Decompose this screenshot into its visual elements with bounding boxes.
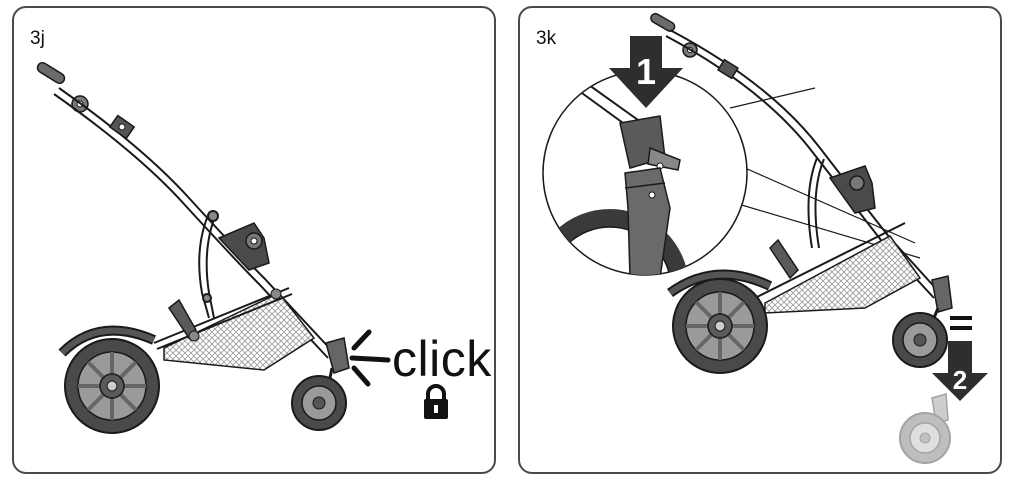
brake-pedal: [769, 238, 799, 280]
stroller-illustration: [36, 61, 448, 434]
seat-hinge: [217, 222, 270, 271]
fold-joint: [108, 114, 136, 140]
click-label: click: [392, 331, 492, 387]
detached-wheel-ghost: [899, 393, 951, 464]
arrow-1: 1: [609, 36, 683, 108]
panel-3j: 3j: [12, 6, 496, 474]
inner-arm: [198, 210, 219, 319]
inner-arm: [807, 157, 825, 249]
release-marks: [950, 316, 972, 330]
panel-3k: 3k: [518, 6, 1002, 474]
arrow-2: 2: [932, 341, 988, 401]
arrow-2-label: 2: [953, 365, 967, 395]
step-label: 3k: [536, 28, 557, 49]
seat-hinge: [828, 165, 876, 214]
brake-pedal: [167, 298, 200, 342]
rear-wheel: [58, 325, 160, 434]
stroller-illustration: 2 1: [542, 12, 988, 464]
basket: [754, 222, 922, 314]
padlock-icon: [424, 384, 448, 419]
zoom-detail: [542, 70, 748, 276]
basket: [153, 287, 316, 371]
step-label: 3j: [30, 28, 45, 49]
rear-wheel: [667, 269, 773, 374]
arrow-1-label: 1: [636, 51, 656, 92]
fold-joint: [717, 58, 739, 80]
click-burst: [349, 329, 391, 387]
front-wheel: [892, 275, 953, 368]
front-wheel: [291, 337, 350, 431]
zoom-leaders: [729, 87, 921, 259]
